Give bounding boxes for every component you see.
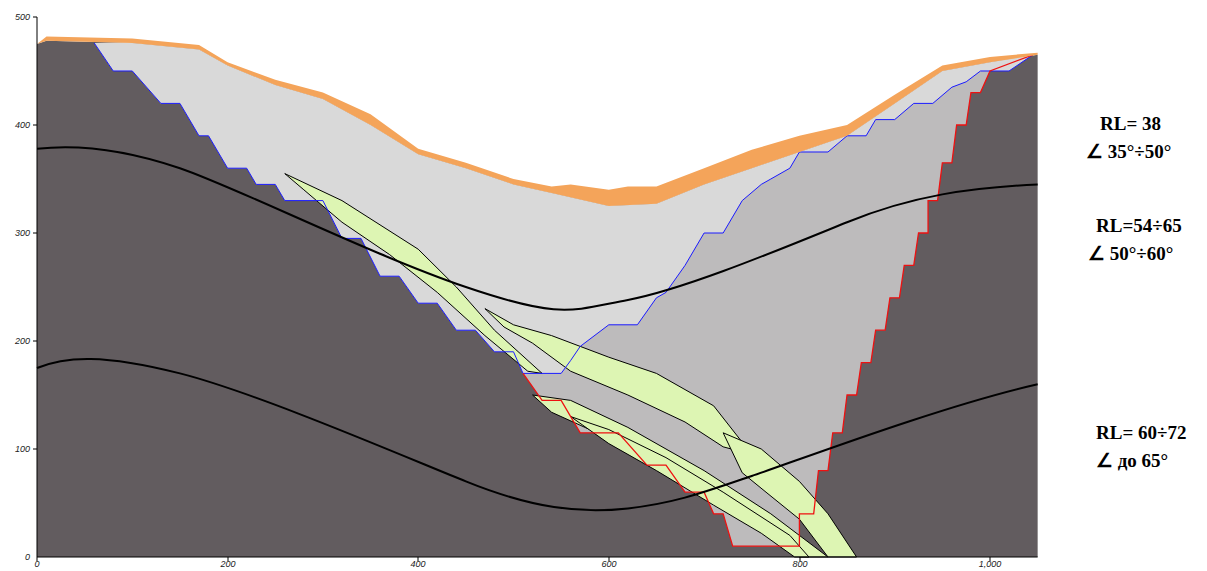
y-axis-value: 0 — [25, 552, 30, 562]
x-axis-value: 1,000 — [979, 559, 1002, 569]
x-axis-value: 400 — [410, 559, 425, 569]
x-axis-value: 800 — [792, 559, 807, 569]
rock-strength-label: RL=54÷65 — [1096, 215, 1182, 237]
x-axis-value: 200 — [220, 559, 235, 569]
y-axis-value: 200 — [15, 336, 30, 346]
y-axis-value: 400 — [15, 120, 30, 130]
y-axis-value: 100 — [15, 444, 30, 454]
y-axis-value: 300 — [15, 228, 30, 238]
rock-strength-label: RL= 38 — [1100, 113, 1161, 135]
slope-angle-label: ∠ до 65° — [1096, 449, 1168, 472]
rock-strength-label: RL= 60÷72 — [1096, 422, 1186, 444]
x-axis-value: 600 — [601, 559, 616, 569]
slope-angle-label: ∠ 35°÷50° — [1086, 140, 1171, 163]
x-axis-value: 0 — [34, 559, 39, 569]
y-axis-value: 500 — [15, 12, 30, 22]
slope-angle-label: ∠ 50°÷60° — [1088, 242, 1173, 265]
